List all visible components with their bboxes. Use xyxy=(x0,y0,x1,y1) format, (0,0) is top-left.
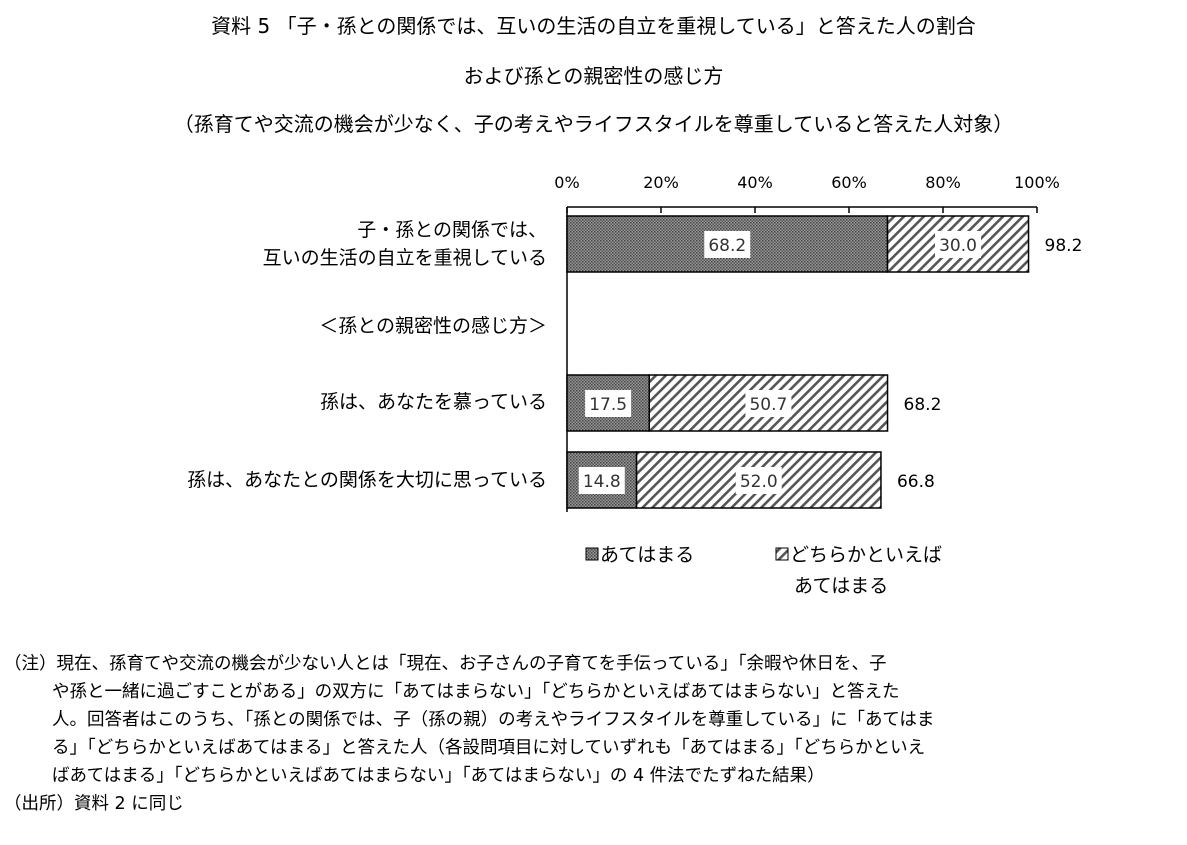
x-tick-label: 100% xyxy=(1014,173,1060,192)
x-tick-label: 80% xyxy=(925,173,961,192)
data-label: 50.7 xyxy=(749,395,787,415)
category-label-1-line1: 子・孫との関係では、 xyxy=(357,219,547,241)
category-label-2: 孫は、あなたを慕っている xyxy=(319,391,547,413)
section-label: ＜孫との親密性の感じ方＞ xyxy=(319,315,547,337)
legend-label-dochiraka-line1: どちらかといえば xyxy=(790,544,942,566)
x-tick-label: 40% xyxy=(737,173,773,192)
note-line-5: ばあてはまる」「どちらかといえばあてはまらない」「あてはまらない」の 4 件法で… xyxy=(52,766,825,786)
chart-title-line1: 資料 5 「子・孫との関係では、互いの生活の自立を重視している」と答えた人の割合 xyxy=(211,14,976,38)
x-tick-label: 60% xyxy=(831,173,867,192)
data-label: 17.5 xyxy=(589,395,627,415)
legend-swatch-atehamaru xyxy=(585,547,599,561)
data-label-bg xyxy=(585,390,632,417)
chart-subtitle: （孫育てや交流の機会が少なく、子の考えやライフスタイルを尊重していると答えた人対… xyxy=(173,112,1014,136)
total-label: 98.2 xyxy=(1045,236,1083,256)
total-label: 68.2 xyxy=(904,395,942,415)
x-tick-label: 0% xyxy=(554,173,579,192)
data-label-bg xyxy=(704,231,751,258)
data-label-bg xyxy=(935,231,982,258)
source-line: （出所）資料 2 に同じ xyxy=(4,794,184,814)
data-label-bg xyxy=(735,467,782,494)
data-label-bg xyxy=(578,467,625,494)
x-tick-label: 20% xyxy=(643,173,679,192)
note-line-3: 人。回答者はこのうち、「孫との関係では、子（孫の親）の考えやライフスタイルを尊重… xyxy=(52,710,935,730)
data-label: 52.0 xyxy=(740,472,778,492)
legend-label-atehamaru: あてはまる xyxy=(600,544,694,566)
data-label-bg xyxy=(745,390,792,417)
category-label-1-line2: 互いの生活の自立を重視している xyxy=(262,247,547,269)
note-line-4: る」「どちらかといえばあてはまる」と答えた人（各設問項目に対していずれも「あては… xyxy=(52,738,926,758)
legend-swatch-dochiraka xyxy=(775,547,789,561)
total-label: 66.8 xyxy=(897,472,935,492)
data-label: 14.8 xyxy=(583,472,621,492)
note-line-1: （注）現在、孫育てや交流の機会が少ない人とは「現在、お子さんの子育てを手伝ってい… xyxy=(4,654,887,674)
category-label-3: 孫は、あなたとの関係を大切に思っている xyxy=(187,469,547,491)
legend-label-dochiraka-line2: あてはまる xyxy=(794,575,888,597)
data-label: 68.2 xyxy=(708,236,746,256)
data-label: 30.0 xyxy=(939,236,977,256)
category-label-1: 子・孫との関係では、 互いの生活の自立を重視している xyxy=(263,216,547,272)
note-line-2: や孫と一緒に過ごすことがある」の双方に「あてはまらない」「どちらかといえばあては… xyxy=(52,682,900,702)
chart-title-line2: および孫との親密性の感じ方 xyxy=(463,64,724,88)
